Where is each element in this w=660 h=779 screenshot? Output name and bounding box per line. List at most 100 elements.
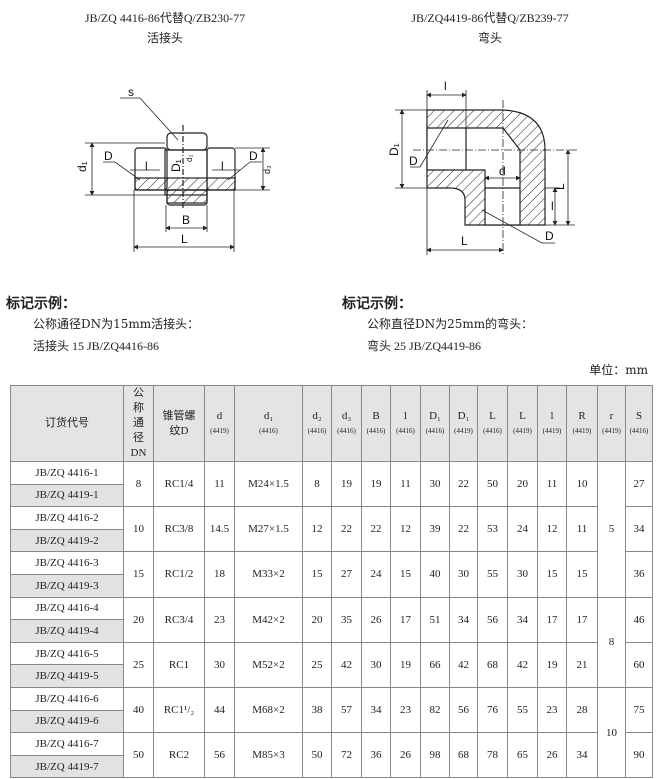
label-D-left: D — [104, 149, 113, 163]
order-code-cell: JB/ZQ 4419-4 — [10, 619, 124, 643]
order-code-cell: JB/ZQ 4419-2 — [10, 528, 124, 553]
value-cell: 34 — [361, 686, 391, 734]
column-header-label: D₁ — [457, 409, 470, 422]
value-cell: 20 — [123, 596, 154, 643]
value-cell: 56 — [477, 596, 508, 643]
column-header-standard: (4416) — [629, 426, 649, 435]
value-cell: 15 — [123, 551, 154, 598]
value-cell: 30 — [204, 641, 235, 688]
column-header-label: D₁ — [429, 409, 441, 422]
column-header: S (4416) — [625, 385, 653, 462]
value-cell: 22 — [449, 460, 478, 508]
value-cell: 17 — [390, 596, 421, 643]
value-cell: 44 — [204, 686, 235, 734]
label-s: s — [128, 85, 134, 99]
column-header: 锥管螺纹D — [153, 385, 205, 462]
value-cell: 12 — [537, 506, 567, 553]
column-header-label: l — [403, 409, 408, 422]
value-cell: 20 — [302, 596, 332, 643]
label-L-right: L — [553, 183, 567, 190]
value-cell: 50 — [123, 732, 154, 779]
value-cell: 39 — [420, 506, 450, 553]
value-cell: 8 — [302, 460, 332, 508]
label-d3: d₃ — [262, 165, 272, 174]
column-header-standard: (4416) — [425, 426, 445, 435]
marking-heading-left: 标记示例： — [6, 296, 76, 312]
value-cell: 24 — [507, 506, 538, 553]
value-cell: M52×2 — [234, 641, 303, 688]
column-header-label: 锥管螺纹D — [162, 409, 196, 437]
technical-drawings: s D D l l d₁ D₁ d₂ d₃ B L — [75, 79, 578, 255]
label-l-left: l — [145, 159, 148, 173]
label-d2: d₂ — [185, 154, 194, 162]
order-code-cell: JB/ZQ 4416-1 — [10, 461, 124, 485]
table-row: JB/ZQ 4419-2 — [10, 528, 653, 553]
value-cell: 26 — [537, 732, 567, 779]
column-header: d₂(4416) — [302, 385, 332, 462]
column-header-label: 订货代号 — [45, 417, 89, 429]
value-cell: 53 — [477, 506, 508, 553]
value-cell: 65 — [507, 732, 538, 779]
value-cell: 8 — [123, 460, 154, 508]
s-value-cell: 36 — [625, 551, 653, 598]
label-d1: d₁ — [75, 161, 89, 172]
r-value-cell: 5 — [597, 461, 626, 598]
column-header-standard: (4416) — [337, 426, 356, 435]
value-cell: M33×2 — [234, 551, 303, 598]
value-cell: 30 — [361, 641, 391, 688]
s-value-cell: 90 — [625, 732, 653, 779]
value-cell: 11 — [566, 506, 598, 553]
value-cell: 76 — [477, 686, 508, 734]
label-l-top: l — [444, 79, 447, 93]
union-drawing — [85, 97, 270, 252]
column-header-label: d — [216, 409, 223, 422]
elbow-drawing — [395, 90, 578, 255]
value-cell: 42 — [331, 641, 362, 688]
label-l-right: l — [221, 159, 224, 173]
value-cell: 34 — [566, 732, 598, 779]
value-cell: 21 — [566, 641, 598, 688]
value-cell: RC1/4 — [153, 460, 205, 508]
value-cell: RC1¹/₂ — [153, 686, 205, 734]
value-cell: 34 — [507, 596, 538, 643]
s-value-cell: 60 — [625, 641, 653, 688]
column-header-standard: (4416) — [396, 426, 415, 435]
value-cell: 23 — [204, 596, 235, 643]
label-B: B — [182, 213, 190, 227]
column-header: d₁(4416) — [234, 385, 303, 462]
value-cell: 20 — [507, 460, 538, 508]
value-cell: 26 — [390, 732, 421, 779]
column-header: d(4419) — [204, 385, 235, 462]
value-cell: 22 — [361, 506, 391, 553]
column-header-standard: (4416) — [259, 426, 278, 435]
order-code-cell: JB/ZQ 4416-7 — [10, 732, 124, 756]
value-cell: 17 — [566, 596, 598, 643]
value-cell: RC1 — [153, 641, 205, 688]
value-cell: 10 — [566, 460, 598, 508]
column-header-standard: (4419) — [454, 426, 473, 435]
value-cell: 98 — [420, 732, 450, 779]
marking-line1-right: 公称直径DN为25mm的弯头： — [367, 317, 534, 331]
value-cell: 17 — [537, 596, 567, 643]
value-cell: 82 — [420, 686, 450, 734]
value-cell: 56 — [204, 732, 235, 779]
column-header-label: d₂ — [312, 409, 322, 422]
value-cell: 12 — [302, 506, 332, 553]
value-cell: 51 — [420, 596, 450, 643]
column-header-label: L — [489, 409, 496, 422]
value-cell: 42 — [449, 641, 478, 688]
value-cell: RC2 — [153, 732, 205, 779]
value-cell: M24×1.5 — [234, 460, 303, 508]
r-value-cell: 8 — [597, 596, 626, 688]
order-code-cell: JB/ZQ 4416-3 — [10, 551, 124, 575]
column-header-label: r — [609, 409, 614, 422]
table-row: JB/ZQ 4419-1 — [10, 483, 653, 508]
value-cell: 78 — [477, 732, 508, 779]
column-header-label: S — [635, 409, 643, 422]
value-cell: 22 — [331, 506, 362, 553]
